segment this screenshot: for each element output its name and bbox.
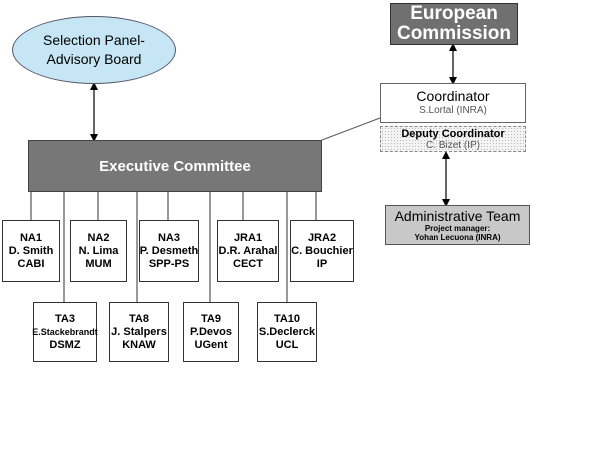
wp-org: CABI <box>17 257 45 270</box>
work-package-na2: NA2 N. Lima MUM <box>70 220 127 282</box>
wp-code: NA1 <box>19 231 42 244</box>
coordinator-title: Coordinator <box>416 88 490 104</box>
wp-org: DSMZ <box>49 338 81 351</box>
administrative-team-line1: Project manager: <box>424 224 491 233</box>
work-package-na3: NA3 P. Desmeth SPP-PS <box>139 220 199 282</box>
wp-org: MUM <box>85 257 112 270</box>
wp-code: NA2 <box>87 231 110 244</box>
deputy-coordinator-node: Deputy Coordinator C. Bizet (IP) <box>380 126 526 152</box>
wp-leader: P.Devos <box>190 325 232 338</box>
wp-code: TA9 <box>201 312 221 325</box>
wp-code: TA3 <box>55 312 75 325</box>
selection-panel-line1: Selection Panel- <box>43 32 145 48</box>
wp-leader: N. Lima <box>78 244 119 257</box>
wp-leader: C. Bouchier <box>291 244 353 257</box>
coordinator-node: Coordinator S.Lortal (INRA) <box>380 83 526 123</box>
selection-panel-line2: Advisory Board <box>46 51 142 67</box>
coordinator-person: S.Lortal (INRA) <box>419 105 487 116</box>
work-package-jra1: JRA1 D.R. Arahal CECT <box>217 220 279 282</box>
work-package-na1: NA1 D. Smith CABI <box>2 220 60 282</box>
wp-org: UGent <box>194 338 228 351</box>
wp-leader: E.Stackebrandt <box>32 326 98 337</box>
wp-code: JRA1 <box>233 231 263 244</box>
administrative-team-line2: Yohan Lecuona (INRA) <box>414 233 501 242</box>
wp-code: TA10 <box>273 312 301 325</box>
work-package-ta3: TA3 E.Stackebrandt DSMZ <box>32 302 98 362</box>
wp-org: SPP-PS <box>148 257 190 270</box>
wp-leader: S.Declerck <box>258 325 316 338</box>
wp-code: NA3 <box>157 231 180 244</box>
selection-panel-node: Selection Panel- Advisory Board <box>12 16 176 84</box>
wp-leader: D. Smith <box>8 244 54 257</box>
line-exec-coordinator <box>321 117 381 141</box>
deputy-coordinator-title: Deputy Coordinator <box>401 128 505 140</box>
work-package-ta10: TA10 S.Declerck UCL <box>257 302 317 362</box>
wp-org: IP <box>316 257 328 270</box>
work-package-ta9: TA9 P.Devos UGent <box>183 302 239 362</box>
wp-leader: J. Stalpers <box>111 325 167 338</box>
wp-code: JRA2 <box>307 231 337 244</box>
wp-org: CECT <box>233 257 263 270</box>
work-package-ta8: TA8 J. Stalpers KNAW <box>109 302 169 362</box>
deputy-coordinator-person: C. Bizet (IP) <box>426 140 480 151</box>
executive-committee-node: Executive Committee <box>28 140 322 192</box>
wp-org: UCL <box>275 338 299 351</box>
wp-leader: D.R. Arahal <box>218 244 278 257</box>
wp-leader: P. Desmeth <box>139 244 199 257</box>
administrative-team-title: Administrative Team <box>394 208 521 224</box>
wp-code: TA8 <box>129 312 149 325</box>
european-commission-node: European Commission <box>390 3 518 45</box>
executive-committee-title: Executive Committee <box>99 157 251 175</box>
european-commission-line2: Commission <box>396 23 512 44</box>
administrative-team-node: Administrative Team Project manager: Yoh… <box>385 205 530 245</box>
wp-org: KNAW <box>122 338 156 351</box>
work-package-jra2: JRA2 C. Bouchier IP <box>290 220 354 282</box>
european-commission-line1: European <box>410 3 498 24</box>
